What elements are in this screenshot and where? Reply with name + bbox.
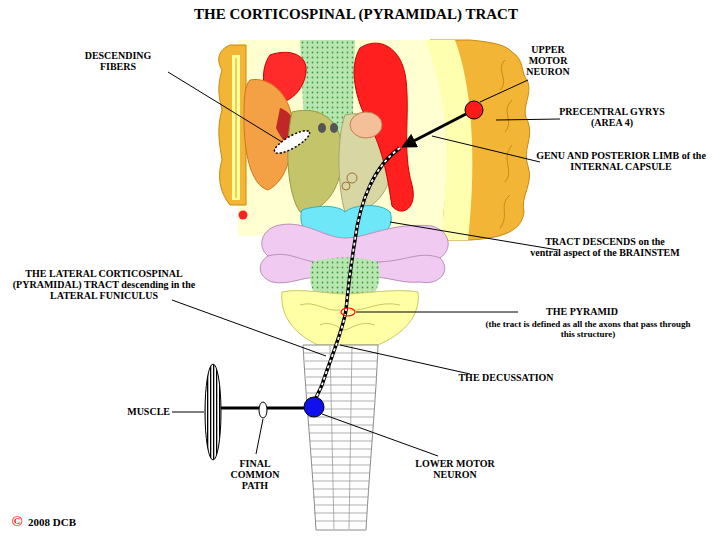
copyright-mark: © — [8, 513, 26, 530]
brain-section — [238, 40, 447, 236]
axon-arrow — [404, 114, 466, 146]
neuron-label: LOWER MOTOR NEURON — [410, 458, 500, 480]
medulla — [282, 291, 419, 345]
cord-segments — [304, 346, 377, 529]
tract-path-dash — [315, 148, 400, 400]
leader-lines — [168, 72, 560, 456]
spinal-cord — [303, 345, 378, 530]
muscle-label: MUSCLE — [110, 406, 170, 417]
tract-path — [315, 148, 400, 400]
copyright-text: 2008 DCB — [28, 516, 118, 528]
upper-motor-neuron — [465, 101, 483, 119]
left-white-matter — [232, 55, 240, 200]
internal-capsule — [350, 112, 382, 138]
cortex-line — [236, 58, 237, 198]
descending-fibers-bundle — [272, 127, 313, 157]
ventricle — [318, 123, 326, 133]
brainstem-label: TRACT DESCENDS on the ventral aspect of … — [530, 236, 680, 258]
path-label: FINAL COMMON PATH — [222, 458, 288, 492]
axon-node — [259, 402, 267, 418]
diagram-title: THE CORTICOSPINAL (PYRAMIDAL) TRACT — [0, 6, 716, 23]
gyrus-line — [500, 60, 512, 228]
capsule-label: GENU AND POSTERIOR LIMB of the INTERNAL … — [532, 150, 710, 172]
gyrus-label: PRECENTRAL GYRYS (AREA 4) — [552, 106, 672, 128]
pyramid-note: (the tract is defined as all the axons t… — [478, 319, 698, 339]
red-spot — [239, 211, 248, 220]
left-cortex — [219, 45, 246, 205]
muscle — [205, 364, 221, 460]
neuron-label: UPPER MOTOR NEURON — [520, 44, 576, 78]
lower-motor-neuron — [304, 397, 324, 417]
fiber-label: DESCENDING FIBERS — [70, 50, 166, 72]
ventricle — [330, 123, 338, 133]
pyramid-marker — [341, 308, 355, 316]
pyramid-outline — [300, 304, 400, 330]
decussation-label: THE DECUSSATION — [446, 372, 566, 383]
nucleus — [342, 182, 350, 190]
nucleus — [347, 173, 357, 183]
pyramid-label: THE PYRAMID — [522, 306, 642, 317]
left-thalamus — [288, 110, 342, 212]
tract-label: THE LATERAL CORTICOSPINAL (PYRAMIDAL) TR… — [4, 268, 204, 302]
